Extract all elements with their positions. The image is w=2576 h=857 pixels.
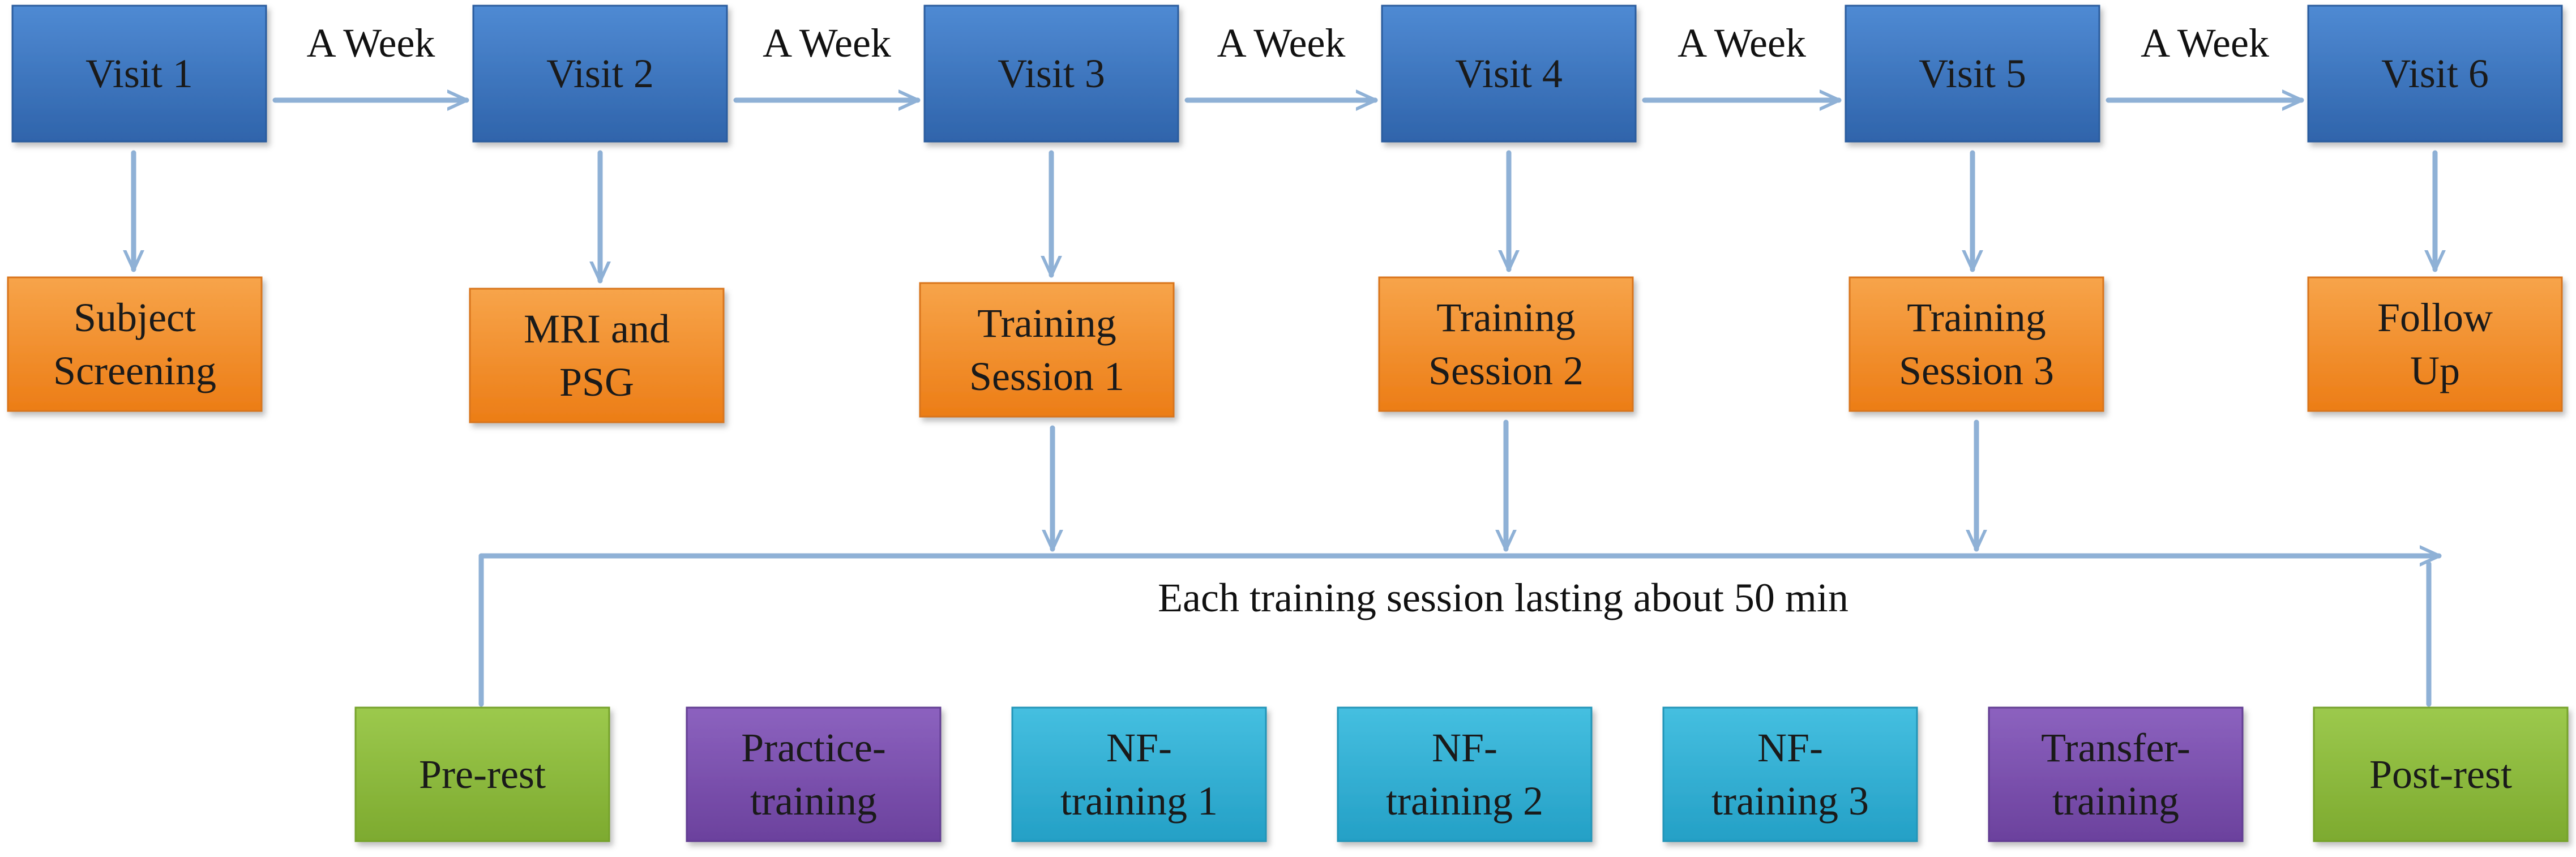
session-step-2-node-label-line-1: Practice- [741, 725, 886, 770]
session-step-3-node-box [1011, 706, 1267, 842]
session-step-5-node-label-line-1: NF- [1757, 725, 1823, 770]
visit-6-node-label-line-1: Visit 6 [2381, 51, 2489, 96]
visit-1-node-label-line-1: Visit 1 [85, 51, 193, 96]
visit-2-node-label-line-1: Visit 2 [546, 51, 654, 96]
connector-layer [134, 100, 2439, 707]
visit-1-node: Visit 1 [11, 5, 267, 143]
visit-3-node: Visit 3 [923, 5, 1179, 143]
session-duration-note: Each training session lasting about 50 m… [1158, 575, 1848, 620]
visit-4-node-box [1381, 5, 1637, 143]
session-step-4-node: NF-training 2 [1337, 706, 1593, 842]
visit-4-node: Visit 4 [1381, 5, 1637, 143]
visit-2-node: Visit 2 [472, 5, 728, 143]
session-step-6-node-label-line-2: training [2052, 778, 2179, 824]
session-step-7-node: Post-rest [2313, 706, 2569, 842]
visit-2-node-box [472, 5, 728, 143]
session-step-3-node-label-line-1: NF- [1106, 725, 1172, 770]
session-step-2-node-box [686, 706, 942, 842]
visit-3-node-label-line-1: Visit 3 [998, 51, 1105, 96]
visit-3-node-box [923, 5, 1179, 143]
session-step-5-node-box [1662, 706, 1918, 842]
stage-4-node-label-line-2: Session 2 [1428, 348, 1584, 393]
node-layer: Visit 1 Visit 2 Visit 3 Visit 4 Visit 5 Visit… [7, 5, 2569, 842]
stage-6-node-label-line-2: Up [2410, 348, 2460, 393]
week-interval-label-2: A Week [763, 20, 891, 66]
session-step-4-node-box [1337, 706, 1593, 842]
visit-6-node-box [2307, 5, 2563, 143]
visit-6-node: Visit 6 [2307, 5, 2563, 143]
stage-2-node-label-line-1: MRI and [524, 306, 670, 352]
week-interval-label-4: A Week [1678, 20, 1806, 66]
session-step-3-node: NF-training 1 [1011, 706, 1267, 842]
session-step-7-node-box [2313, 706, 2569, 842]
session-step-2-node: Practice-training [686, 706, 942, 842]
week-interval-label-5: A Week [2141, 20, 2269, 66]
session-step-4-node-label-line-1: NF- [1432, 725, 1497, 770]
stage-1-node-box [7, 276, 263, 412]
stage-6-node-label-line-1: Follow [2377, 295, 2493, 340]
session-step-5-node-label-line-2: training 3 [1711, 778, 1869, 824]
session-step-5-node: NF-training 3 [1662, 706, 1918, 842]
visit-5-node-label-line-1: Visit 5 [1919, 51, 2026, 96]
session-step-4-node-label-line-2: training 2 [1386, 778, 1543, 824]
week-interval-label-1: A Week [307, 20, 435, 66]
stage-1-node-label-line-2: Screening [53, 348, 216, 393]
stage-5-node-label-line-1: Training [1907, 295, 2046, 340]
session-step-1-node-label-line-1: Pre-rest [419, 752, 546, 797]
stage-3-node-label-line-2: Session 1 [969, 354, 1124, 399]
session-step-7-node-label-line-1: Post-rest [2369, 752, 2512, 797]
stage-4-node-label-line-1: Training [1436, 295, 1575, 340]
session-step-2-node-label-line-2: training [750, 778, 877, 824]
session-step-6-node: Transfer-training [1988, 706, 2244, 842]
stage-2-node-box [469, 288, 725, 423]
session-step-6-node-box [1988, 706, 2244, 842]
visit-5-node: Visit 5 [1845, 5, 2100, 143]
stage-5-node-box [1848, 276, 2104, 412]
session-step-6-node-label-line-1: Transfer- [2041, 725, 2190, 770]
stage-2-node-label-line-2: PSG [559, 359, 634, 405]
visit-4-node-label-line-1: Visit 4 [1455, 51, 1563, 96]
session-step-1-node: Pre-rest [354, 706, 610, 842]
stage-6-node-box [2307, 276, 2563, 412]
visit-1-node-box [11, 5, 267, 143]
session-step-1-node-box [354, 706, 610, 842]
week-interval-label-3: A Week [1217, 20, 1346, 66]
stage-5-node-label-line-2: Session 3 [1899, 348, 2054, 393]
visit-5-node-box [1845, 5, 2100, 143]
stage-3-node-box [919, 282, 1175, 418]
stage-3-node-label-line-1: Training [977, 301, 1116, 346]
session-step-3-node-label-line-2: training 1 [1060, 778, 1218, 824]
stage-1-node-label-line-1: Subject [74, 295, 196, 340]
stage-4-node-box [1378, 276, 1634, 412]
